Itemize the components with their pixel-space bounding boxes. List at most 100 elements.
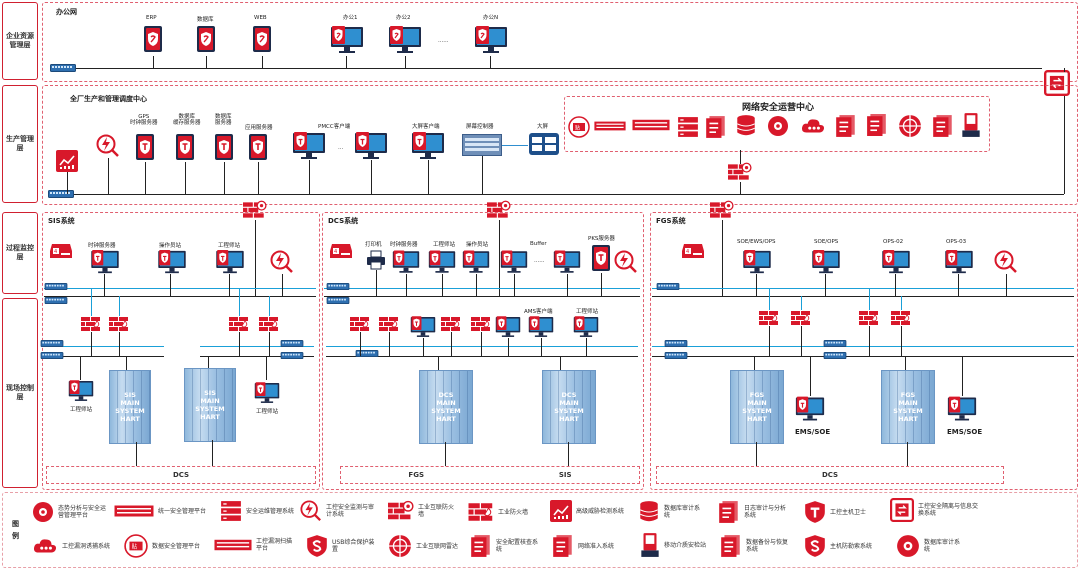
link bbox=[586, 338, 587, 356]
legend-text-3: 安全运维管理系统 bbox=[246, 507, 295, 515]
dcs-ams-pc3-icon bbox=[528, 316, 554, 338]
sis-cabinet-1: SIS MAIN SYSTEM HART bbox=[109, 370, 151, 444]
db-audit-icon bbox=[638, 500, 660, 524]
link bbox=[895, 274, 896, 296]
link bbox=[476, 274, 477, 296]
link bbox=[376, 270, 377, 296]
web-label: WEB bbox=[254, 15, 267, 21]
unified-mgmt-icon bbox=[114, 504, 154, 518]
link bbox=[266, 356, 267, 380]
link bbox=[371, 160, 372, 194]
legend-text-21: 主机防勒索系统 bbox=[830, 542, 873, 550]
soc-backup-icon bbox=[866, 112, 888, 138]
sis-clock-server-pc-icon bbox=[90, 250, 120, 274]
fgs-bottom-zone: DCS bbox=[656, 466, 1004, 484]
link bbox=[445, 442, 446, 466]
link bbox=[108, 158, 109, 194]
legend-text-15: USB综合保护装置 bbox=[332, 539, 375, 553]
soc-vuln-scan-icon bbox=[632, 118, 670, 132]
soc-zone bbox=[564, 96, 990, 152]
link bbox=[482, 156, 483, 194]
link bbox=[262, 56, 263, 68]
office-title: 办公网 bbox=[56, 8, 77, 16]
legend-item-9: 日志审计与分析系统 bbox=[718, 500, 788, 524]
ics-monitor-audit-icon bbox=[300, 500, 322, 522]
sis-field-switch3-icon bbox=[280, 340, 304, 347]
link bbox=[326, 346, 638, 347]
legend-text-16: 工业互联网雷达 bbox=[416, 542, 459, 550]
link bbox=[869, 326, 870, 356]
legend-text-9: 日志审计与分析系统 bbox=[744, 505, 787, 519]
dcs-switch-icon bbox=[326, 283, 350, 290]
legend-item-1: 态势分析与安全运营管理平台 bbox=[32, 500, 110, 524]
legend-item-6: 工业防火墙 bbox=[468, 502, 550, 522]
sis-clock-server-label: 时钟服务器 bbox=[88, 243, 116, 249]
fgs-cabinet-1-label: FGS MAIN SYSTEM HART bbox=[742, 391, 772, 423]
fgs-ops03-label: OPS-03 bbox=[946, 239, 967, 245]
link bbox=[126, 356, 127, 370]
legend-text-10: 工控主机卫士 bbox=[830, 508, 867, 516]
office-switch-icon bbox=[50, 64, 76, 72]
sis-title: SIS系统 bbox=[48, 217, 75, 225]
backup-restore-icon bbox=[720, 534, 742, 558]
dcs-clock-server-pc-icon bbox=[392, 250, 420, 274]
link bbox=[91, 332, 92, 356]
link bbox=[326, 356, 638, 357]
pmcc-client-label: PMCC客户端 bbox=[318, 124, 351, 130]
legend-text-8: 数据库审计系统 bbox=[664, 505, 701, 519]
dcs-bottom-sis-label: SIS bbox=[558, 471, 572, 479]
log-audit-icon bbox=[718, 500, 740, 524]
link bbox=[405, 56, 406, 68]
bigscreen-client-label: 大屏客户端 bbox=[412, 124, 440, 130]
fgs-fw-1-icon bbox=[758, 310, 780, 326]
link bbox=[560, 356, 561, 370]
erp-server-icon bbox=[143, 24, 163, 54]
link bbox=[756, 274, 757, 296]
screen-controller-icon bbox=[462, 134, 502, 156]
fgs-soe-ews-ops-pc-icon bbox=[742, 250, 772, 274]
dcs-pks-server-label: PKS服务器 bbox=[588, 236, 615, 242]
dcs-fw-4-icon bbox=[470, 316, 492, 332]
soc-honeypot-icon bbox=[800, 116, 826, 136]
bigscreen-client-pc-icon bbox=[411, 132, 445, 160]
security-monitor-icon bbox=[96, 134, 120, 158]
link bbox=[499, 220, 500, 296]
sis-field-engineer2-label: 工程师站 bbox=[256, 409, 279, 415]
layer-field: 现场控制层 bbox=[2, 298, 38, 488]
db-server-icon bbox=[214, 132, 234, 162]
link bbox=[502, 145, 528, 146]
db-cache-server-icon bbox=[175, 132, 195, 162]
dcs-printer-label: 打印机 bbox=[365, 242, 382, 248]
link bbox=[44, 356, 164, 357]
sis-switch2-icon bbox=[44, 297, 68, 304]
sis-field-engineer1-label: 工程师站 bbox=[70, 407, 93, 413]
dcs-engineer-station2-label: 工程师站 bbox=[576, 309, 599, 315]
link bbox=[428, 160, 429, 194]
soc-radar-icon bbox=[898, 114, 922, 138]
officeN-label: 办公N bbox=[483, 15, 499, 21]
dcs-buffer2-pc-icon bbox=[553, 250, 581, 274]
soc-title: 网络安全运营中心 bbox=[742, 103, 815, 113]
link bbox=[119, 332, 120, 356]
link bbox=[153, 56, 154, 68]
gps-server-icon bbox=[135, 132, 155, 162]
legend-text-13: 数据安全管理平台 bbox=[152, 542, 201, 550]
usb-protect-icon bbox=[306, 534, 328, 558]
ops-mgmt-icon bbox=[220, 500, 242, 522]
dcs-title: DCS系统 bbox=[328, 217, 359, 225]
production-zone bbox=[42, 85, 1078, 205]
fgs-fw-2-icon bbox=[790, 310, 812, 326]
link bbox=[389, 332, 390, 356]
dcs-bottom-zone: FGS SIS bbox=[340, 466, 640, 484]
legend-text-19: 移动介质安检站 bbox=[664, 541, 707, 549]
dcs-fw-2-icon bbox=[378, 316, 400, 332]
link bbox=[212, 440, 213, 466]
sis-engineer-pc-icon bbox=[215, 250, 245, 274]
gps-server-label: GPS 时钟服务器 bbox=[130, 114, 158, 126]
link bbox=[185, 162, 186, 194]
link bbox=[769, 288, 770, 310]
link bbox=[568, 442, 569, 466]
link bbox=[258, 162, 259, 194]
sis-operator-pc-icon bbox=[157, 250, 187, 274]
link bbox=[145, 162, 146, 194]
